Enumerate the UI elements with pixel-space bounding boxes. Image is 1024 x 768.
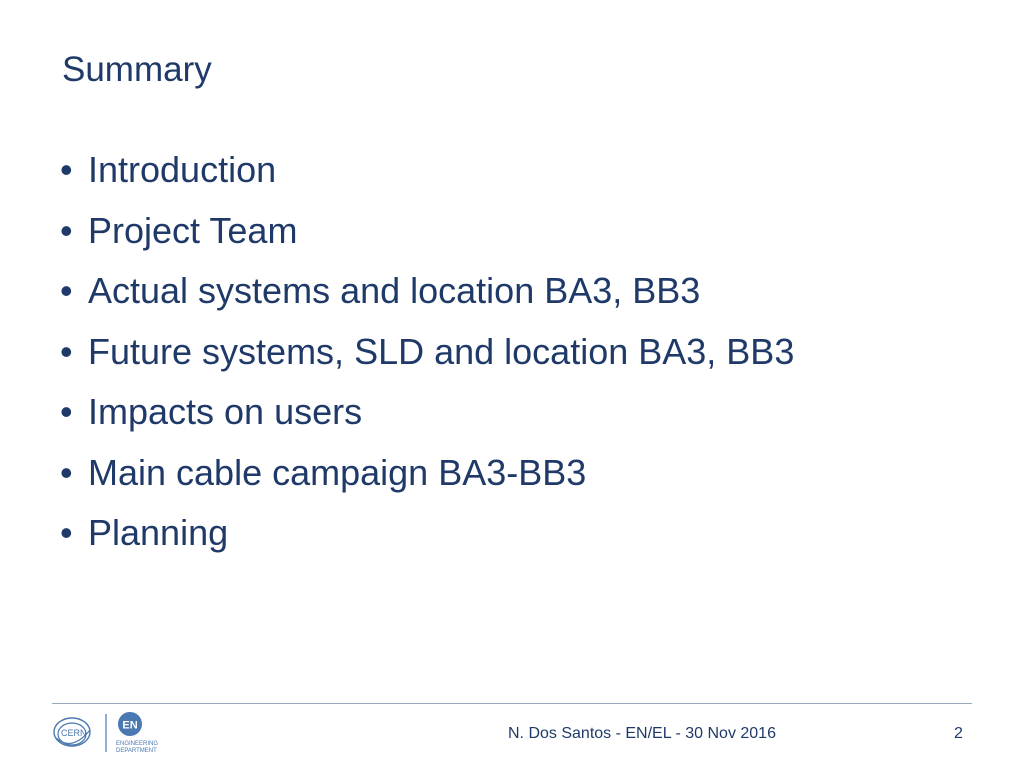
bullet-text: Actual systems and location BA3, BB3 xyxy=(88,270,701,311)
bullet-dot: • xyxy=(60,209,73,251)
en-department-line2: DEPARTMENT xyxy=(116,748,157,754)
page-number: 2 xyxy=(954,725,963,742)
en-logo-text: EN xyxy=(122,720,137,732)
bullet-list: • Introduction • Project Team • Actual syst… xyxy=(60,140,794,564)
bullet-dot: • xyxy=(60,149,73,190)
footer-logos: CERN EN ENGINEERING DEPARTMENT xyxy=(53,712,158,754)
bullet-item: • Project Team xyxy=(60,201,794,262)
bullet-item: • Impacts on users xyxy=(60,382,794,443)
bullet-text: Introduction xyxy=(88,149,277,190)
bullet-dot: • xyxy=(60,270,73,311)
cern-logo-text: CERN xyxy=(61,728,87,738)
footer-divider xyxy=(52,703,972,704)
bullet-item: • Actual systems and location BA3, BB3 xyxy=(60,261,794,322)
bullet-item: • Introduction xyxy=(60,140,794,201)
en-logo-icon: EN ENGINEERING DEPARTMENT xyxy=(116,712,158,754)
bullet-dot: • xyxy=(60,330,73,372)
bullet-dot: • xyxy=(60,391,73,432)
bullet-dot: • xyxy=(60,512,73,553)
bullet-text: Main cable campaign BA3-BB3 xyxy=(88,451,587,493)
bullet-dot: • xyxy=(60,451,73,493)
bullet-item: • Main cable campaign BA3-BB3 xyxy=(60,443,794,504)
bullet-item: • Future systems, SLD and location BA3, B… xyxy=(60,322,794,383)
slide-title: Summary xyxy=(62,50,212,89)
footer-text: N. Dos Santos - EN/EL - 30 Nov 2016 xyxy=(508,725,776,742)
bullet-text: Future systems, SLD and location BA3, BB… xyxy=(88,330,795,372)
bullet-text: Impacts on users xyxy=(88,391,363,432)
cern-logo-icon: CERN xyxy=(53,717,91,747)
bullet-text: Project Team xyxy=(88,209,298,251)
bullet-item: • Planning xyxy=(60,503,794,564)
bullet-text: Planning xyxy=(88,512,229,553)
en-department-line1: ENGINEERING xyxy=(116,741,158,747)
